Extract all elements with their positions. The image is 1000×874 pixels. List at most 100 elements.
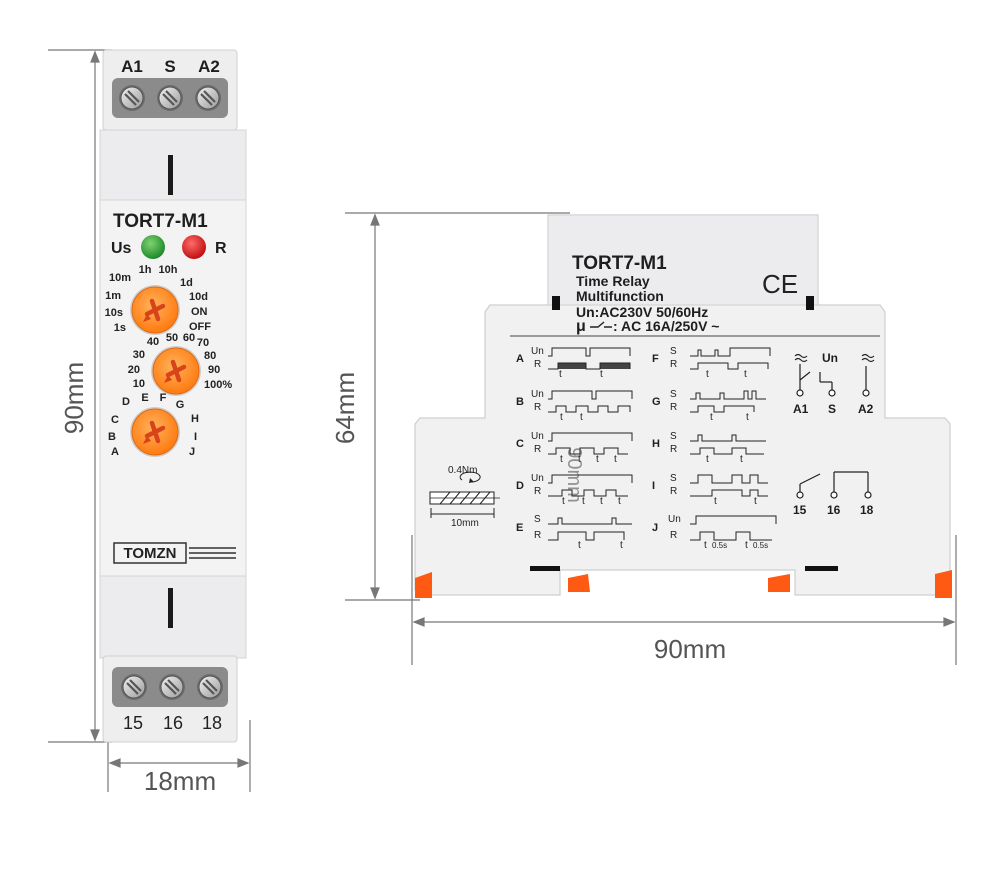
time-label: t (745, 540, 748, 551)
side-spec-line1: Time Relay (576, 273, 650, 289)
dial2-tick-label: 100% (204, 379, 232, 391)
terminal-screw-icon[interactable] (195, 672, 225, 702)
wiring-un-label: Un (822, 351, 838, 365)
signal-label-r: R (670, 486, 677, 497)
signal-label-s: S (670, 431, 677, 442)
time-label: t (560, 412, 563, 423)
dial2-tick-label: 70 (197, 337, 209, 349)
dial3-tick-label: I (194, 431, 197, 443)
time-label: t (618, 496, 621, 507)
signal-label-un: Un (668, 514, 681, 525)
side-width-label: 90mm (654, 634, 726, 664)
contact-terminal-label: 18 (860, 503, 874, 517)
din-rail-clips (415, 570, 952, 598)
function-dial: C B A D E F G H I J (108, 392, 199, 458)
front-height-dimension (48, 49, 112, 743)
wire-strip-pictogram: 0.4Nm 10mm (429, 465, 500, 529)
time-label: t (578, 540, 581, 551)
dial1-tick-label: 1d (180, 277, 193, 289)
din-latch-left (530, 566, 560, 571)
dial3-tick-label: H (191, 413, 199, 425)
dial1-tick-label: 1h (139, 264, 152, 276)
terminal-screw-icon[interactable] (119, 672, 149, 702)
dial3-tick-label: G (176, 399, 185, 411)
side-slot-right (806, 296, 814, 310)
dial2-tick-label: 40 (147, 336, 159, 348)
side-spec-line4-symbol: μ (576, 318, 586, 335)
signal-label-r: R (670, 359, 677, 370)
time-label: t (706, 454, 709, 465)
signal-label-r: R (670, 444, 677, 455)
time-label: t (706, 369, 709, 380)
signal-label-un: Un (531, 346, 544, 357)
dial1-tick-label: OFF (189, 321, 211, 333)
timing-diagrams-left: A B C D E Un R t t Un R t t Un R t t t t (516, 346, 633, 551)
time-label: t (754, 496, 757, 507)
side-spec-line2: Multifunction (576, 288, 664, 304)
signal-label-s: S (670, 473, 677, 484)
dial1-tick-label: 10h (159, 264, 178, 276)
percentage-dial: 30 20 10 40 50 60 70 80 90 100% (128, 332, 233, 391)
dial2-tick-label: 10 (133, 378, 145, 390)
contact-wiring-diagram (796, 471, 872, 499)
wiring-terminal-label: A2 (858, 402, 874, 416)
mode-letter: B (516, 396, 524, 408)
terminal-screw-icon[interactable] (117, 83, 147, 113)
terminal-label-18: 18 (202, 713, 222, 733)
wiring-terminal-label: S (828, 402, 836, 416)
mode-letter: C (516, 438, 524, 450)
led-r-indicator (182, 235, 206, 259)
contact-terminal-label: 15 (793, 503, 807, 517)
time-label: 0.5s (753, 541, 768, 550)
svg-text:TOMZN: TOMZN (123, 545, 176, 562)
time-label: t (714, 496, 717, 507)
signal-label-un: Un (531, 389, 544, 400)
time-range-knob[interactable] (130, 285, 180, 335)
din-latch-right (805, 566, 838, 571)
contact-terminal-label: 16 (827, 503, 841, 517)
dial3-tick-label: F (160, 392, 167, 404)
terminal-screw-icon[interactable] (157, 672, 187, 702)
side-housing (414, 214, 951, 596)
mode-letter: F (652, 353, 659, 365)
time-label: t (559, 369, 562, 380)
dial3-tick-label: C (111, 414, 119, 426)
signal-label-r: R (534, 359, 541, 370)
dial1-tick-label: 10s (105, 307, 123, 319)
mode-letter: I (652, 480, 655, 492)
terminal-screw-icon[interactable] (193, 83, 223, 113)
time-label: t (578, 454, 581, 465)
dial3-tick-label: B (108, 431, 116, 443)
dial2-tick-label: 50 (166, 332, 178, 344)
signal-label-un: Un (531, 431, 544, 442)
side-view: 64mm 90mm TORT7-M1 Time Relay Multifunct… (330, 212, 957, 665)
time-label: t (704, 540, 707, 551)
wiring-terminal-label: A1 (793, 402, 809, 416)
timing-diagrams-right: F G H I J S R t t S R t t S R t t S R (652, 346, 777, 551)
brand-logo: TOMZN (113, 542, 236, 564)
side-spec-line4: : AC 16A/250V ~ (613, 318, 719, 334)
time-label: t (620, 540, 623, 551)
terminal-label-15: 15 (123, 713, 143, 733)
front-height-label: 90mm (59, 362, 89, 434)
front-width-label: 18mm (144, 766, 216, 796)
dial1-tick-label: ON (191, 306, 208, 318)
time-label: t (600, 496, 603, 507)
torque-label: 0.4Nm (448, 465, 477, 476)
signal-label-r: R (670, 530, 677, 541)
dial2-tick-label: 20 (128, 364, 140, 376)
signal-label-s: S (670, 346, 677, 357)
led-r-label: R (215, 240, 227, 257)
function-knob[interactable] (130, 407, 180, 457)
time-label: t (740, 454, 743, 465)
mode-letter: J (652, 522, 658, 534)
side-width-dimension (411, 535, 957, 665)
contact-symbol-icon (590, 321, 612, 328)
terminal-screw-icon[interactable] (155, 83, 185, 113)
dial2-tick-label: 30 (133, 349, 145, 361)
signal-label-r: R (670, 402, 677, 413)
mode-letter: A (516, 353, 524, 365)
dial2-tick-label: 80 (204, 350, 216, 362)
percentage-knob[interactable] (151, 346, 201, 396)
